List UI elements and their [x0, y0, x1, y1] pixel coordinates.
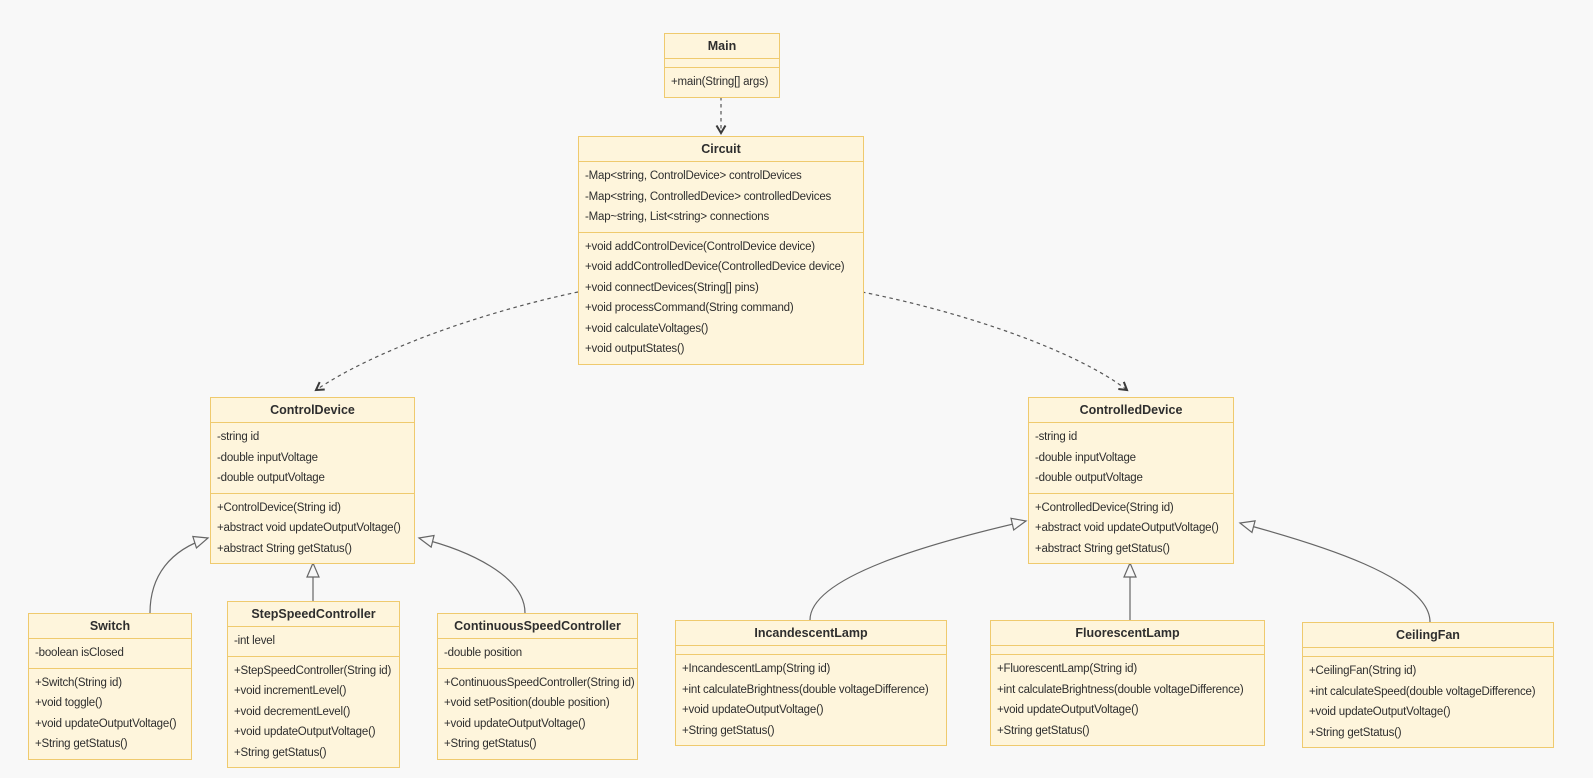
class-member: +StepSpeedController(String id)	[234, 664, 392, 677]
class-box-ceilingfan[interactable]: CeilingFan +CeilingFan(String id) +int ca…	[1302, 622, 1554, 748]
class-member: +main(String[] args)	[671, 76, 769, 88]
class-methods: +CeilingFan(String id) +int calculateSpee…	[1303, 656, 1553, 747]
class-member: -Map<string, ControlledDevice> controlle…	[585, 190, 832, 203]
class-methods: +FluorescentLamp(String id) +int calculat…	[991, 654, 1264, 745]
class-methods: +ControlledDevice(String id) +abstract vo…	[1029, 492, 1233, 564]
class-member: +void updateOutputVoltage()	[444, 717, 586, 730]
class-name: CeilingFan	[1396, 628, 1460, 642]
class-member: -double outputVoltage	[217, 472, 325, 484]
class-member: +abstract void updateOutputVoltage()	[217, 522, 401, 534]
class-member: +void toggle()	[35, 697, 103, 709]
class-member: +IncandescentLamp(String id)	[682, 663, 831, 675]
class-attributes: -boolean isClosed	[29, 638, 191, 668]
class-box-incandescentlamp[interactable]: IncandescentLamp +IncandescentLamp(Strin…	[675, 620, 947, 746]
class-member: -string id	[1035, 431, 1078, 443]
class-member: +ControlledDevice(String id)	[1035, 501, 1174, 514]
class-methods: +ContinuousSpeedController(String id) +vo…	[438, 667, 637, 759]
class-name: Circuit	[701, 142, 741, 156]
class-attributes	[1303, 647, 1553, 656]
class-name: Main	[707, 39, 737, 53]
class-name: FluorescentLamp	[1075, 626, 1180, 640]
class-member: -Map<string, ControlDevice> controlDevic…	[585, 170, 802, 182]
class-box-controldevice[interactable]: ControlDevice -string id -double inputVol…	[210, 397, 415, 564]
class-member: +void updateOutputVoltage()	[682, 704, 824, 716]
class-member: +FluorescentLamp(String id)	[997, 663, 1138, 675]
class-member: +Switch(String id)	[35, 676, 122, 689]
edge-incandescentlamp-to-controlleddevice	[809, 517, 1028, 621]
class-attributes	[676, 645, 946, 654]
class-name: StepSpeedController	[251, 607, 376, 621]
class-name: ControlDevice	[270, 403, 355, 417]
class-member: +void updateOutputVoltage()	[35, 717, 177, 730]
edge-circuit-to-controlleddevice	[861, 291, 1129, 392]
edge-ceilingfan-to-controlleddevice	[1238, 520, 1431, 623]
class-member: +void addControlledDevice(ControlledDevi…	[585, 261, 845, 273]
class-attributes: -double position	[438, 638, 637, 668]
class-member: +void updateOutputVoltage()	[1309, 706, 1451, 718]
class-member: -boolean isClosed	[35, 647, 124, 659]
class-member: +void outputStates()	[585, 343, 685, 355]
edge-circuit-to-controldevice	[314, 291, 579, 392]
class-member: +int calculateBrightness(double voltageD…	[997, 683, 1244, 696]
class-methods: +IncandescentLamp(String id) +int calcula…	[676, 654, 946, 745]
class-attributes: -string id -double inputVoltage -double ou…	[1029, 422, 1233, 493]
class-member: +CeilingFan(String id)	[1309, 665, 1417, 677]
class-methods: +main(String[] args)	[665, 67, 779, 97]
class-methods: +void addControlDevice(ControlDevice dev…	[579, 231, 863, 364]
class-member: +abstract String getStatus()	[217, 542, 352, 555]
class-member: +void updateOutputVoltage()	[997, 704, 1139, 716]
class-member: +void processCommand(String command)	[585, 302, 794, 314]
class-member: -int level	[234, 635, 275, 647]
class-methods: +StepSpeedController(String id) +void inc…	[228, 655, 399, 768]
class-name: IncandescentLamp	[754, 626, 868, 640]
class-member: +String getStatus()	[682, 724, 775, 737]
class-member: -double inputVoltage	[217, 451, 318, 464]
class-member: +String getStatus()	[35, 738, 128, 750]
class-box-switch[interactable]: Switch -boolean isClosed +Switch(String …	[28, 613, 192, 760]
edge-switch-to-controldevice	[149, 535, 210, 614]
class-member: +abstract String getStatus()	[1035, 542, 1170, 555]
class-member: +ContinuousSpeedController(String id)	[444, 676, 635, 689]
class-member: -Map~string, List<string> connections	[585, 211, 770, 223]
class-attributes	[991, 645, 1264, 654]
class-member: -string id	[217, 431, 260, 443]
class-attributes: -int level	[228, 626, 399, 656]
class-member: +void setPosition(double position)	[444, 697, 610, 709]
class-box-continuousspeedcontroller[interactable]: ContinuousSpeedController -double positi…	[437, 613, 638, 760]
class-member: +ControlDevice(String id)	[217, 501, 341, 514]
class-member: +void incrementLevel()	[234, 685, 347, 697]
class-methods: +Switch(String id) +void toggle() +void up…	[29, 667, 191, 759]
class-member: +void connectDevices(String[] pins)	[585, 281, 759, 294]
class-methods: +ControlDevice(String id) +abstract void …	[211, 492, 414, 564]
class-member: -double inputVoltage	[1035, 451, 1136, 464]
edge-continuousspeedcontroller-to-controldevice	[417, 534, 526, 614]
class-member: +void updateOutputVoltage()	[234, 726, 376, 738]
class-member: +void decrementLevel()	[234, 705, 351, 718]
class-member: +String getStatus()	[1309, 726, 1402, 739]
class-member: +int calculateBrightness(double voltageD…	[682, 683, 929, 696]
class-member: +String getStatus()	[444, 738, 537, 750]
class-box-circuit[interactable]: Circuit -Map<string, ControlDevice> cont…	[578, 136, 864, 365]
class-name: ControlledDevice	[1079, 403, 1183, 417]
class-member: +abstract void updateOutputVoltage()	[1035, 522, 1219, 534]
class-box-fluorescentlamp[interactable]: FluorescentLamp +FluorescentLamp(String …	[990, 620, 1265, 746]
class-member: +String getStatus()	[234, 746, 327, 759]
class-name: Switch	[89, 619, 131, 633]
class-member: +int calculateSpeed(double voltageDiffer…	[1309, 685, 1536, 698]
class-member: +String getStatus()	[997, 724, 1090, 737]
class-member: -double position	[444, 647, 522, 659]
class-box-main[interactable]: Main +main(String[] args)	[664, 33, 780, 98]
class-attributes: -Map<string, ControlDevice> controlDevic…	[579, 161, 863, 232]
class-attributes	[665, 58, 779, 67]
class-box-controlleddevice[interactable]: ControlledDevice -string id -double input…	[1028, 397, 1234, 564]
class-attributes: -string id -double inputVoltage -double ou…	[211, 422, 414, 493]
class-member: -double outputVoltage	[1035, 472, 1143, 484]
class-name: ContinuousSpeedController	[454, 619, 621, 633]
class-member: +void calculateVoltages()	[585, 322, 709, 335]
class-box-stepspeedcontroller[interactable]: StepSpeedController -int level +StepSpee…	[227, 601, 400, 768]
class-member: +void addControlDevice(ControlDevice dev…	[585, 240, 815, 253]
